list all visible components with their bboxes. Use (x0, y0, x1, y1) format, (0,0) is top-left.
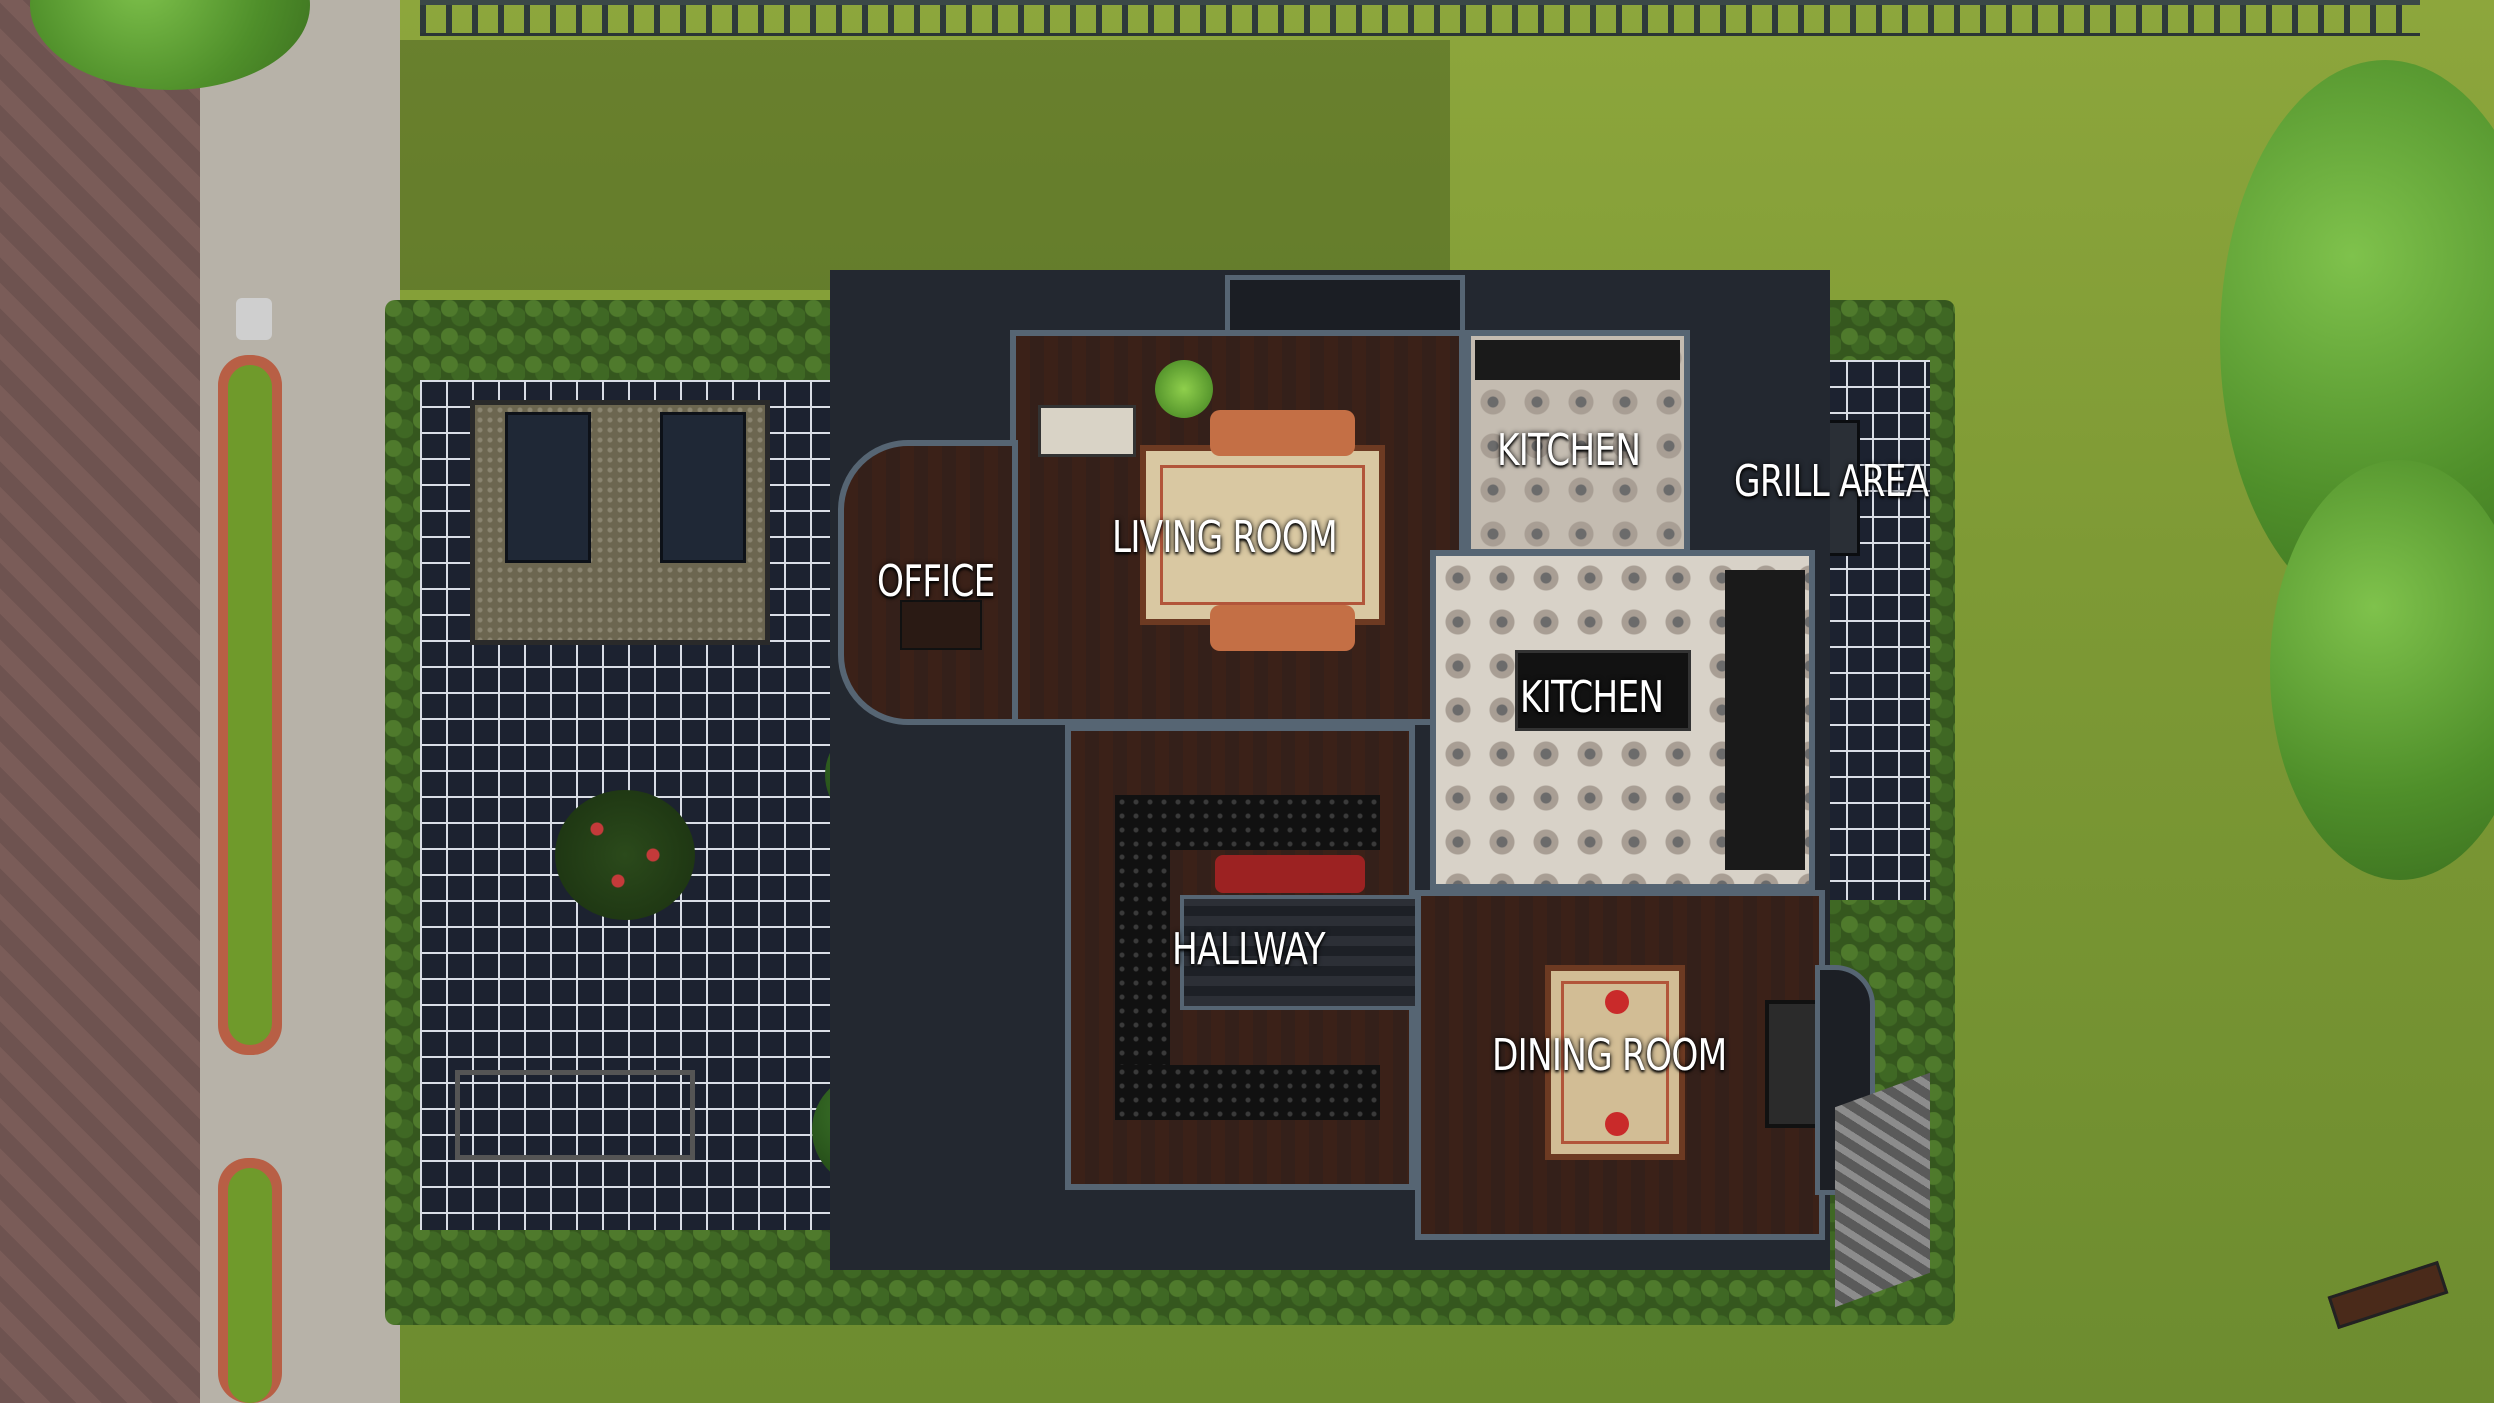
grass-strip-upper (228, 365, 272, 1045)
lounge-chair-left[interactable] (505, 412, 591, 563)
trash-can-icon[interactable] (236, 298, 272, 340)
lawn-shadow (400, 40, 1450, 290)
office-desk-icon[interactable] (900, 600, 982, 650)
room-label-hallway: HALLWAY (1172, 924, 1326, 975)
living-room-sofa-bottom[interactable] (1210, 605, 1355, 651)
piano-icon[interactable] (1038, 405, 1136, 457)
living-room-entry (1225, 275, 1465, 335)
hallway-runner-top (1115, 795, 1380, 850)
tree-right-lower (2270, 460, 2494, 880)
workout-bench-icon[interactable] (455, 1070, 695, 1160)
dining-chair-top[interactable] (1605, 990, 1629, 1014)
room-label-grill-area: GRILL AREA (1734, 456, 1929, 507)
living-room-sofa-top[interactable] (1210, 410, 1355, 456)
kitchen-counter (1725, 570, 1805, 870)
plant-icon (1155, 360, 1213, 418)
perimeter-fence (420, 0, 2420, 36)
flower-planter[interactable] (555, 790, 695, 920)
kitchen-island[interactable] (1515, 650, 1691, 731)
kitchen-upper-shelf (1475, 340, 1680, 380)
hallway-runner-bottom (1115, 1065, 1380, 1120)
back-steps[interactable] (1835, 1072, 1930, 1308)
dining-chair-bottom[interactable] (1605, 1112, 1629, 1136)
grass-strip-lower (228, 1168, 272, 1403)
room-label-kitchen-lower: KITCHEN (1520, 672, 1664, 723)
lounge-chair-right[interactable] (660, 412, 746, 563)
room-label-dining-room: DINING ROOM (1492, 1030, 1727, 1081)
red-sofa-icon[interactable] (1215, 855, 1365, 893)
hallway-stairs[interactable] (1180, 895, 1420, 1010)
brick-street (0, 0, 200, 1403)
room-label-living-room: LIVING ROOM (1112, 512, 1338, 563)
room-label-office: OFFICE (877, 556, 995, 607)
office[interactable] (838, 440, 1018, 725)
room-label-kitchen-upper: KITCHEN (1497, 425, 1641, 476)
